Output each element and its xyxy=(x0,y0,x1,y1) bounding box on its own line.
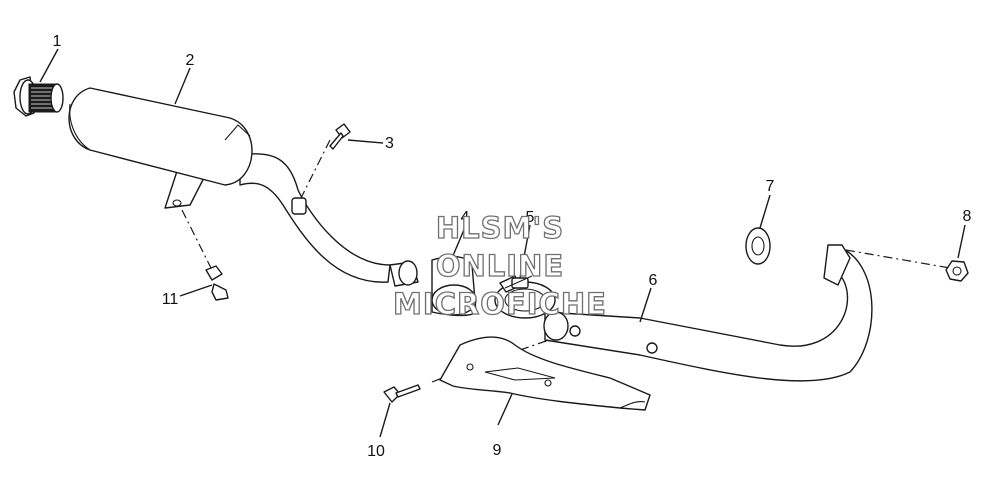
watermark: HLSM'S ONLINE MICROFICHE xyxy=(392,210,607,321)
gasket xyxy=(745,227,771,265)
flange-nut xyxy=(945,260,969,282)
callout-numbers: 1 2 3 4 5 6 7 8 9 10 11 xyxy=(53,33,972,460)
bolt-11 xyxy=(205,265,229,301)
callout-5: 5 xyxy=(526,209,535,226)
callout-8: 8 xyxy=(963,208,972,225)
watermark-line-3: MICROFICHE xyxy=(393,287,607,321)
muffler xyxy=(68,87,419,287)
callout-10: 10 xyxy=(367,443,385,460)
bolt-3 xyxy=(329,123,351,150)
exhaust-seal xyxy=(431,256,477,317)
watermark-line-2: ONLINE xyxy=(436,249,564,283)
watermark-line-1: HLSM'S xyxy=(436,211,564,245)
callout-11: 11 xyxy=(162,291,179,308)
callout-4: 4 xyxy=(461,209,470,226)
callout-1: 1 xyxy=(53,33,62,50)
callout-9: 9 xyxy=(493,442,502,459)
callout-6: 6 xyxy=(649,272,658,289)
callout-7: 7 xyxy=(766,178,775,195)
bolt-10 xyxy=(383,384,421,403)
clamp xyxy=(494,275,556,319)
callout-3: 3 xyxy=(385,135,394,152)
callout-2: 2 xyxy=(186,52,195,69)
header-pipe xyxy=(543,244,873,382)
leader-lines xyxy=(39,48,966,438)
spark-arrestor-plug xyxy=(13,76,64,117)
heat-shield xyxy=(439,336,651,411)
